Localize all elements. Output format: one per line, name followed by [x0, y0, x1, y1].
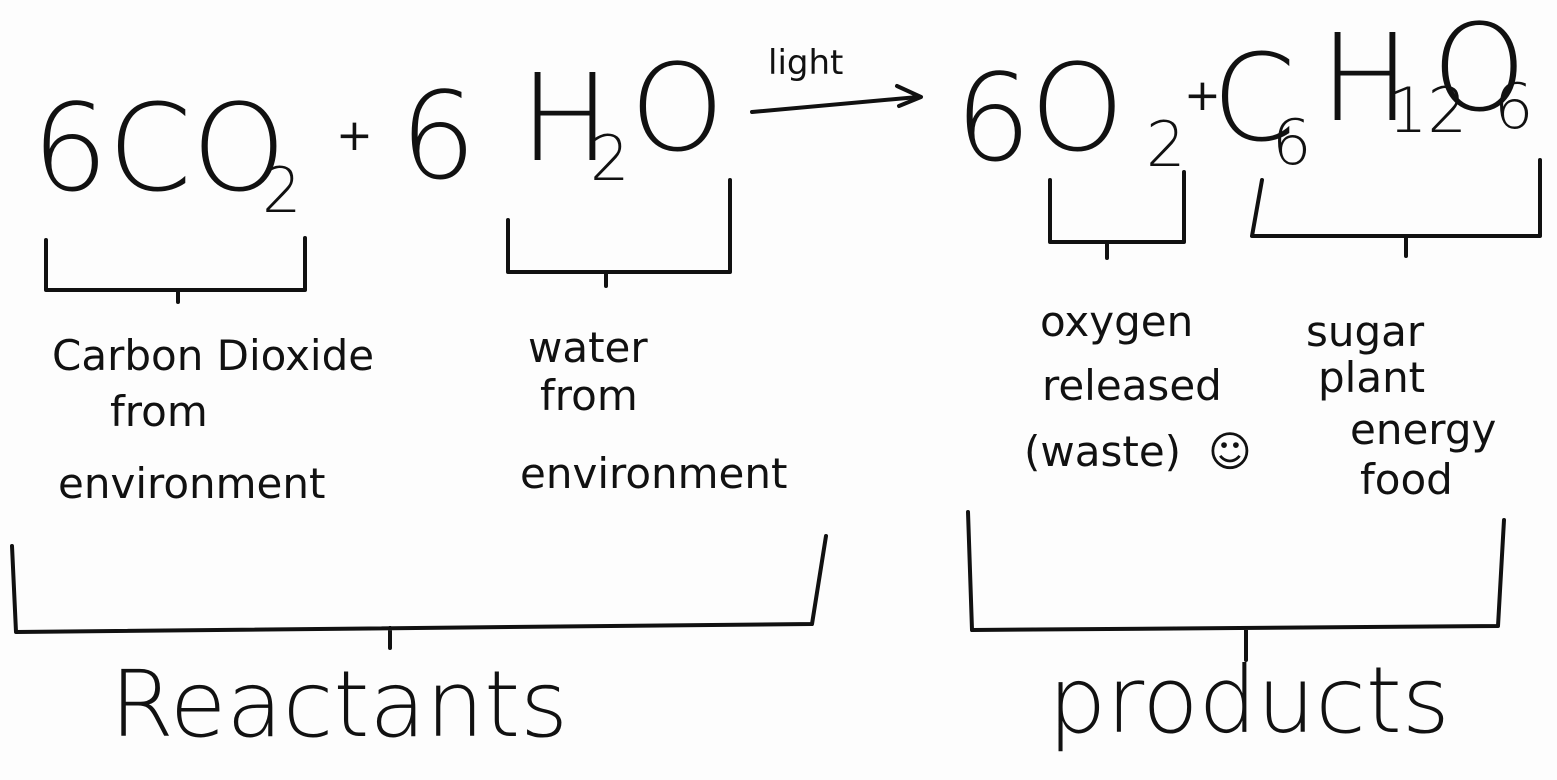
bracket-products: [966, 510, 1506, 662]
sugar-subscript-c: 6: [1272, 106, 1311, 179]
co2-label-line1: Carbon Dioxide: [52, 331, 374, 380]
arrow-label-light: light: [768, 43, 843, 83]
o2-label-line3: (waste): [1024, 427, 1181, 476]
sugar-label-line4: food: [1360, 455, 1453, 504]
o2-label-line1: oxygen: [1040, 297, 1193, 346]
h2o-label-line1: water: [528, 323, 648, 372]
o2-label-line2: released: [1042, 361, 1222, 410]
sugar-label-line2: plant: [1318, 353, 1425, 402]
sugar-formula-h: H: [1320, 10, 1410, 149]
h2o-label-line2: from: [540, 371, 638, 420]
sugar-formula-o: O: [1432, 0, 1526, 139]
sugar-subscript-o: 6: [1494, 70, 1533, 143]
co2-subscript: 2: [262, 154, 301, 227]
o2-coefficient: 6: [955, 50, 1031, 189]
reaction-arrow: [750, 84, 923, 114]
plus-sign-1: +: [336, 110, 373, 161]
sugar-subscript-h: 12: [1388, 74, 1467, 147]
h2o-coefficient: 6: [400, 68, 476, 207]
o2-formula: O: [1030, 40, 1124, 179]
co2-coefficient: 6: [32, 80, 108, 219]
bracket-co2: [44, 236, 307, 304]
bracket-sugar: [1250, 158, 1542, 258]
h2o-formula-o: O: [630, 40, 724, 179]
products-label: products: [1048, 647, 1450, 754]
h2o-label-line3: environment: [520, 449, 787, 498]
co2-label-line3: environment: [58, 459, 325, 508]
reactants-label: Reactants: [110, 651, 568, 758]
bracket-o2: [1048, 170, 1186, 260]
sugar-formula-c: C: [1212, 30, 1296, 169]
bracket-reactants: [10, 534, 828, 650]
sugar-label-line3: energy: [1350, 405, 1496, 454]
co2-formula: CO: [108, 80, 286, 219]
sugar-label-line1: sugar: [1306, 307, 1425, 356]
o2-subscript: 2: [1146, 108, 1185, 181]
h2o-subscript: 2: [590, 122, 629, 195]
h2o-formula-h: H: [520, 50, 610, 189]
smiley-icon: ☺: [1208, 427, 1252, 476]
bracket-h2o: [506, 178, 732, 288]
plus-sign-2: +: [1184, 70, 1221, 121]
co2-label-line2: from: [110, 387, 208, 436]
